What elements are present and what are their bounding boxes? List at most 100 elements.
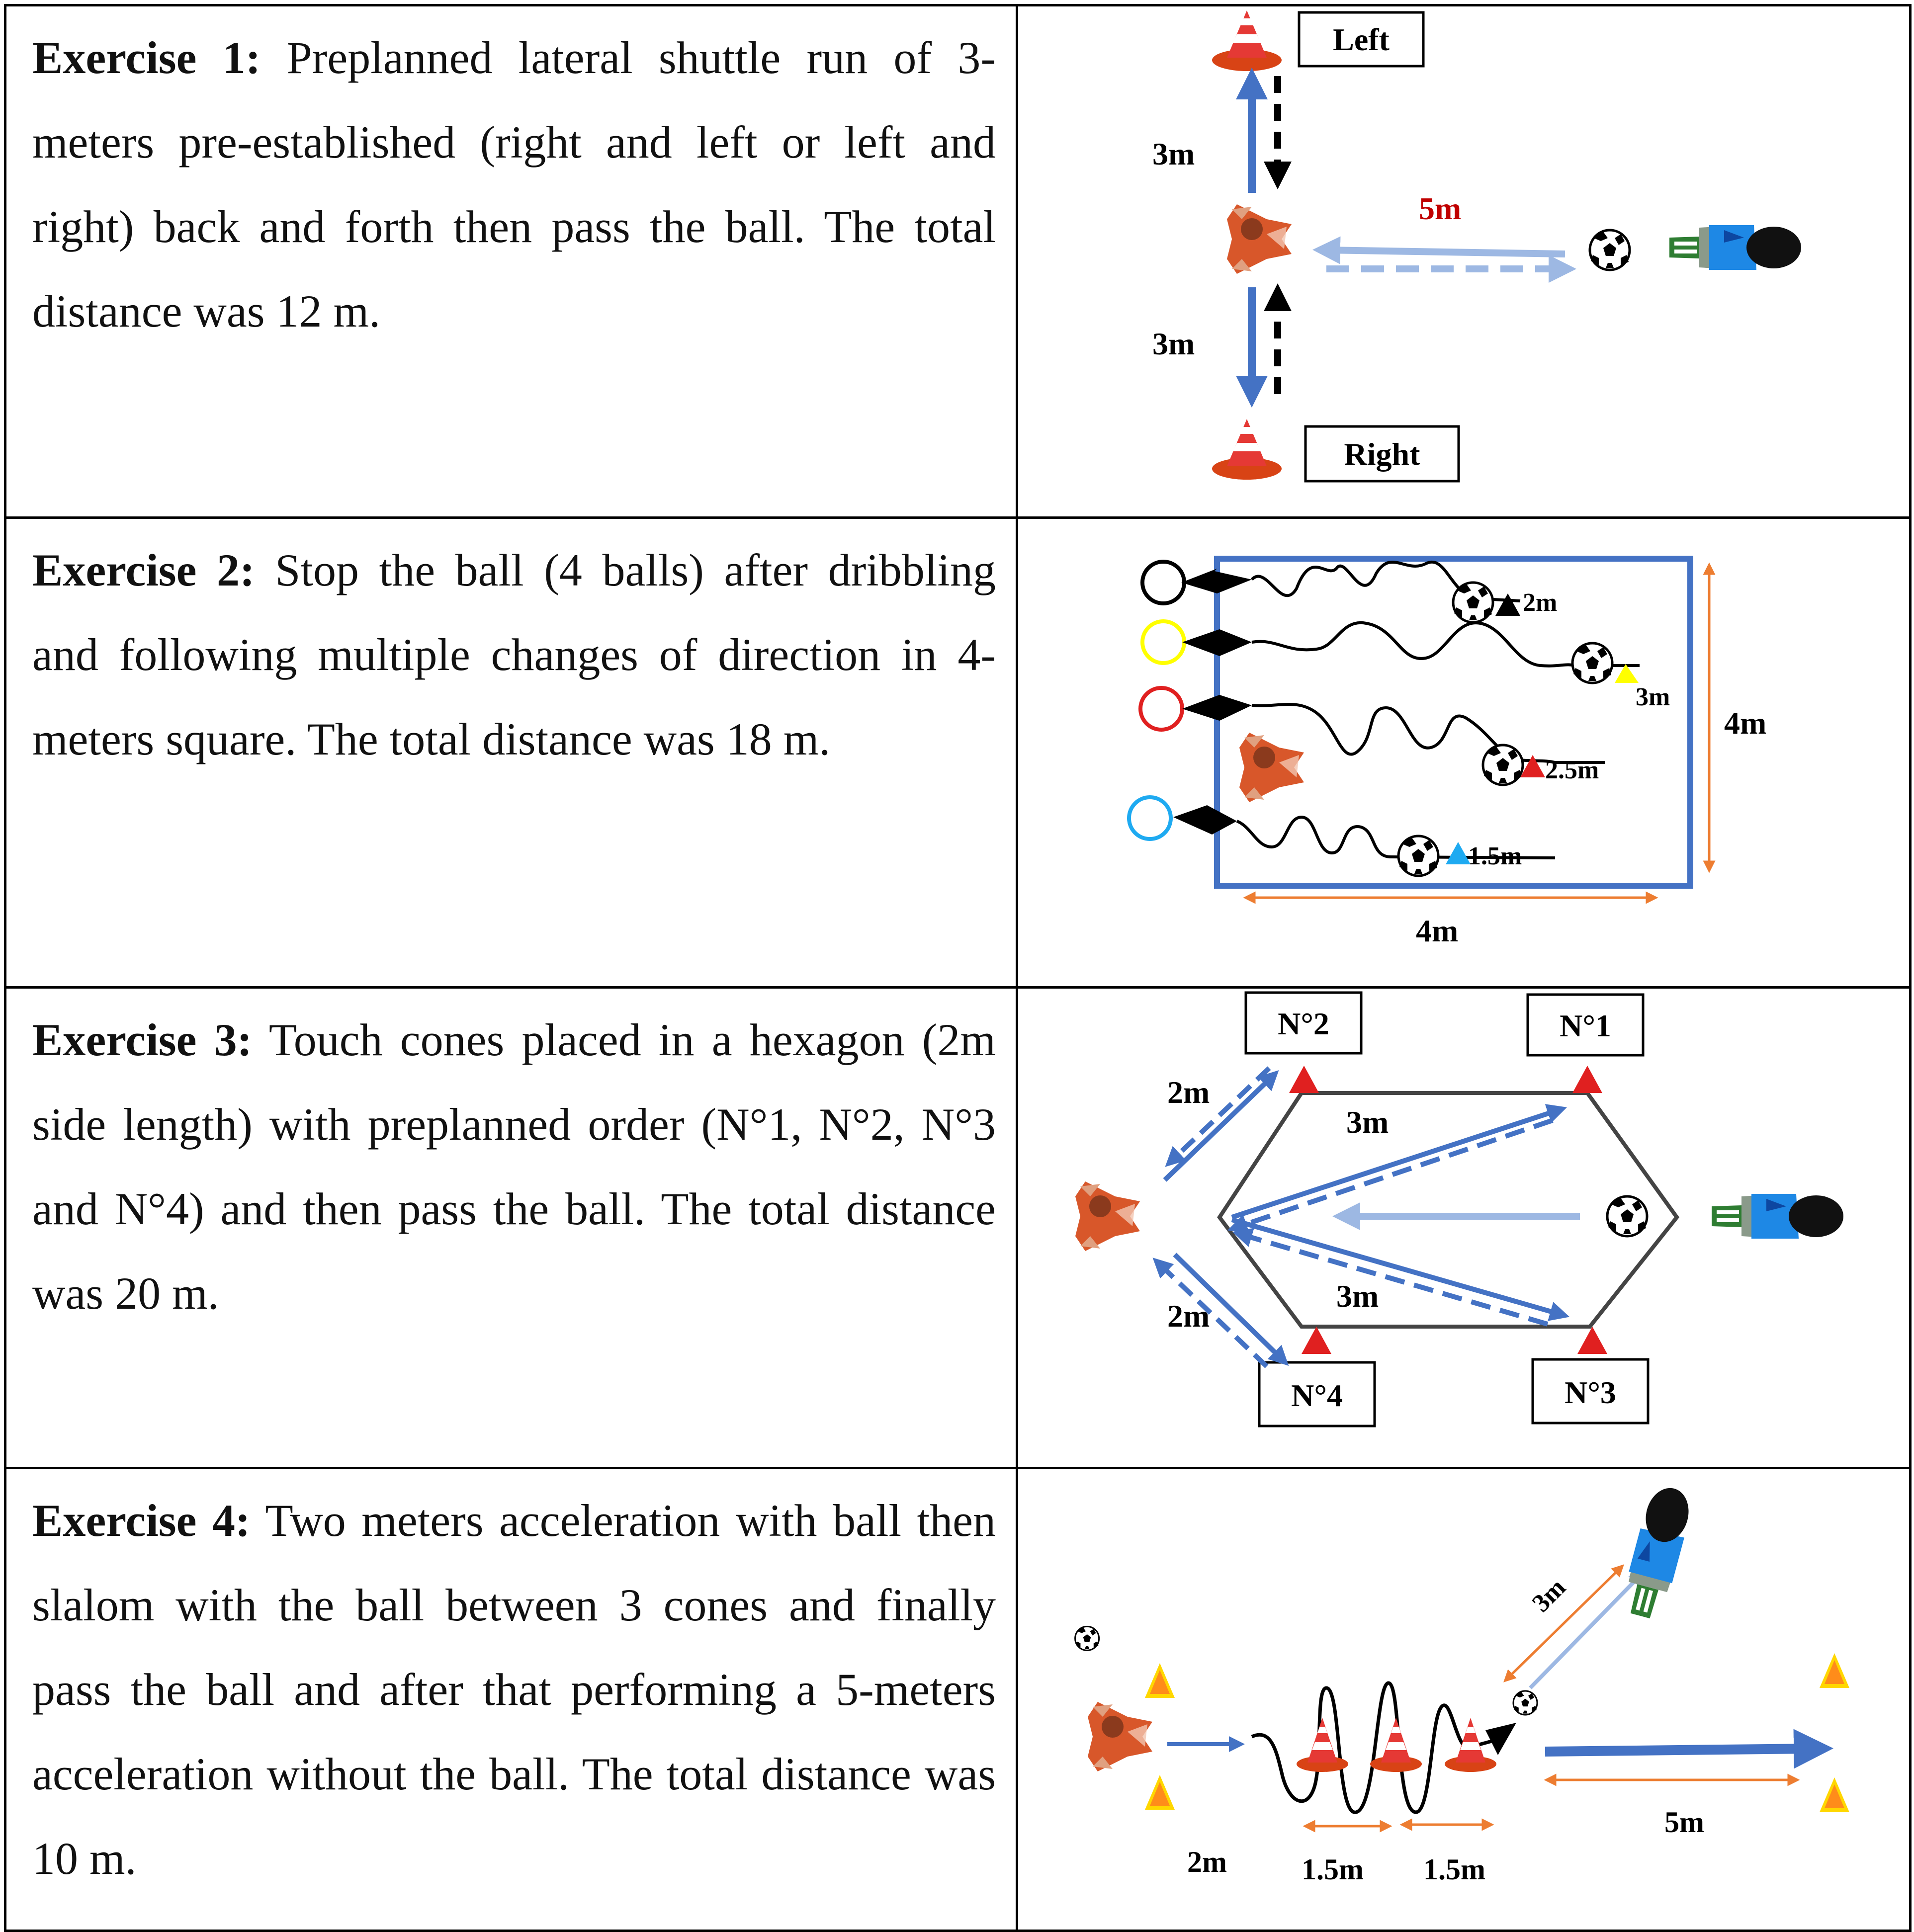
cone-1-icon [1572,1066,1602,1093]
exercise-3-text: Touch cones placed in a hexagon (2m side… [32,1014,996,1319]
dist-pass: 5m [1419,191,1461,226]
cone-right-icon [1212,419,1282,480]
dribble-path-2 [1251,621,1640,668]
dist-start-label: 2m [1187,1846,1227,1878]
exercise-table: Exercise 1: Preplanned lateral shuttle r… [4,4,1912,1932]
cone-1-label-box [1526,993,1645,1057]
cone-3-label: N°3 [1565,1375,1616,1410]
dist-sprint-label: 5m [1664,1806,1704,1839]
dist-down: 3m [1152,326,1195,361]
ball-4-icon [1398,836,1438,876]
marker-black-icon [1495,593,1520,616]
cone-1-label: N°1 [1560,1008,1611,1043]
start-marker-bottom-icon [1145,1775,1175,1810]
ball-icon [1590,230,1630,270]
marker-red-icon [1520,755,1545,777]
cone-4-label-box [1258,1361,1376,1428]
player-red-icon [1227,204,1292,274]
exercise-1-description: Exercise 1: Preplanned lateral shuttle r… [4,4,1018,519]
dribble-path-3 [1251,703,1605,764]
cone-2-label: N°2 [1278,1006,1329,1041]
marker-blue-icon [1446,842,1471,864]
pass-dimension-line [1503,1564,1624,1682]
exercise-4-heading: Exercise 4: [32,1495,251,1546]
side-width-label: 4m [1416,913,1458,948]
cone-2-label-box [1244,991,1363,1055]
exercise-1-figure: Left Right 3m 3m 5m [1016,4,1912,519]
arrow-to-cone-4 [1173,1253,1289,1366]
player-red-icon [1239,733,1304,802]
dist-cone-a-label: 1.5m [1302,1853,1364,1886]
exercise-row-4: Exercise 4: Two meters acceleration with… [4,1467,1912,1932]
side-height-label: 4m [1724,705,1766,741]
start-marker-top-icon [1145,1663,1175,1698]
arrow-from-cone-2 [1165,1066,1271,1167]
label-right: Right [1344,436,1421,472]
arrow-sprint [1545,1729,1833,1769]
cone-2-icon [1289,1066,1319,1093]
exercise-row-2: Exercise 2: Stop the ball (4 balls) afte… [4,516,1912,989]
arrowhead-2 [1182,629,1252,656]
exercise-1-heading: Exercise 1: [32,32,261,83]
slalom-cone-3-icon [1445,1718,1496,1772]
exercise-4-diagram: 3m 5m 2m 1.5m 1.5m [1074,1483,1849,1886]
exercise-row-3: Exercise 3: Touch cones placed in a hexa… [4,986,1912,1469]
cone-3-label-box [1531,1358,1650,1425]
exercise-2-description: Exercise 2: Stop the ball (4 balls) afte… [4,516,1018,989]
target-circle-red [1138,686,1184,732]
player-red-icon [1075,1181,1140,1251]
ball-1-icon [1453,583,1493,622]
dist-cone-b-label: 1.5m [1423,1853,1485,1886]
cone-4-icon [1302,1327,1331,1354]
exercise-3-heading: Exercise 3: [32,1014,253,1065]
dist-lower: 3m [1336,1278,1379,1314]
dribble-path-1 [1250,561,1521,602]
exercise-3-figure: N°2 N°1 N°4 N°3 [1016,986,1912,1469]
dist-lower-left: 2m [1167,1298,1210,1334]
ball-start-icon [1074,1625,1100,1651]
cone-left-icon [1212,10,1282,71]
exercise-1-diagram: Left Right 3m 3m 5m [1152,10,1801,483]
ball-2-icon [1572,643,1612,683]
exercise-3-description: Exercise 3: Touch cones placed in a hexa… [4,986,1018,1469]
player-blue-icon [1618,1483,1696,1622]
exercise-1-text: Preplanned lateral shuttle run of 3-mete… [32,32,996,336]
player-blue-icon [1712,1194,1843,1239]
ball-icon [1607,1196,1647,1236]
marker-yellow-icon [1615,664,1639,683]
ball-pass-icon [1512,1690,1538,1716]
arrow-from-cone-3 [1232,1228,1549,1327]
exercise-2-figure: 4m 4m [1016,516,1912,989]
dist-pass-label: 3m [1527,1573,1571,1617]
arrow-from-cone-1 [1227,1118,1554,1234]
exercise-2-diagram: 4m 4m [1127,556,1766,948]
cone-4-label: N°4 [1291,1378,1343,1413]
target-circle-yellow [1140,619,1186,665]
end-marker-bottom-icon [1820,1777,1849,1812]
marker-4-label: 1.5m [1468,842,1522,870]
slalom-arrowhead [1485,1723,1516,1755]
square-area [1214,556,1693,889]
slalom-path [1251,1681,1496,1814]
slalom-cone-1-icon [1297,1718,1348,1772]
exercise-3-diagram: N°2 N°1 N°4 N°3 [1075,991,1843,1428]
arrowhead-3 [1182,695,1252,721]
end-marker-top-icon [1820,1653,1849,1688]
dist-upper-left: 2m [1167,1075,1210,1110]
arrow-to-cone-1 [1231,1104,1567,1220]
arrowhead-1 [1181,569,1252,593]
target-circle-blue [1127,795,1173,841]
arrow-to-cone-3 [1231,1217,1570,1321]
exercise-2-text: Stop the ball (4 balls) after dribbling … [32,545,996,764]
cone-3-icon [1577,1327,1607,1354]
marker-2-label: 3m [1636,683,1670,711]
label-left-box [1298,11,1425,68]
marker-1-label: 2m [1523,588,1557,617]
arrow-pass-in [1312,236,1566,264]
label-left: Left [1333,22,1390,57]
exercise-2-heading: Exercise 2: [32,545,255,595]
target-circle-black [1140,560,1186,605]
player-red-icon [1088,1702,1152,1771]
exercise-4-figure: 3m 5m 2m 1.5m 1.5m [1016,1467,1912,1932]
exercise-4-text: Two meters acceleration with ball then s… [32,1495,996,1884]
